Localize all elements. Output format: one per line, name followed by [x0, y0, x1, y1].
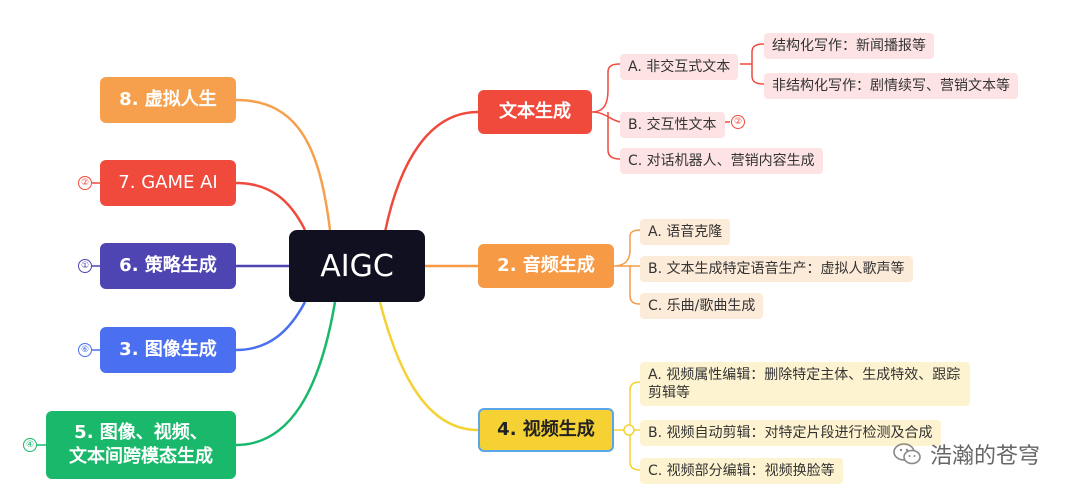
node-audio-generation[interactable]: 2. 音频生成: [478, 244, 614, 288]
connector-audio-leaves: [613, 229, 641, 305]
leaf-text-to-voice[interactable]: B. 文本生成特定语音生产：虚拟人歌声等: [640, 256, 913, 282]
connector-nonint-leaves: [740, 43, 765, 85]
connector-text-leaves: [591, 63, 621, 160]
leaf-video-attribute-edit[interactable]: A. 视频属性编辑：删除特定主体、生成特效、跟踪剪辑等: [640, 362, 970, 406]
connector-root-text: [383, 110, 479, 233]
leaf-noninteractive-text[interactable]: A. 非交互式文本: [620, 54, 739, 80]
leaf-video-partial-edit[interactable]: C. 视频部分编辑：视频换脸等: [640, 458, 843, 484]
node-text-generation[interactable]: 文本生成: [478, 90, 592, 134]
connector-video-leaves: [614, 381, 641, 471]
root-node[interactable]: AIGC: [289, 230, 425, 302]
leaf-music-generation[interactable]: C. 乐曲/歌曲生成: [640, 293, 764, 319]
node-image-generation[interactable]: 3. 图像生成: [100, 327, 236, 373]
connector-root-game: [235, 181, 307, 231]
badge-cross-modal: ④: [23, 438, 37, 452]
cross-modal-line1: 5. 图像、视频、: [74, 422, 208, 443]
watermark-text: 浩瀚的苍穹: [929, 444, 1040, 469]
watermark: 浩瀚的苍穹: [892, 438, 1040, 470]
node-cross-modal-generation[interactable]: 5. 图像、视频、 文本间跨模态生成: [46, 411, 236, 479]
badge-image: ⑥: [78, 343, 92, 357]
node-virtual-human[interactable]: 8. 虚拟人生: [100, 77, 236, 123]
connector-root-virtual: [235, 98, 332, 231]
node-game-ai[interactable]: 7. GAME AI: [100, 160, 236, 206]
leaf-unstructured-writing[interactable]: 非结构化写作：剧情续写、营销文本等: [764, 73, 1018, 99]
node-strategy-generation[interactable]: 6. 策略生成: [100, 243, 236, 289]
connector-root-video: [378, 301, 479, 432]
video-collapse-dot: [623, 424, 635, 436]
cross-modal-line2: 文本间跨模态生成: [69, 446, 213, 467]
leaf-structured-writing[interactable]: 结构化写作：新闻播报等: [764, 33, 934, 59]
leaf-video-auto-edit[interactable]: B. 视频自动剪辑：对特定片段进行检测及合成: [640, 420, 941, 446]
badge-interactive-text: ②: [731, 115, 745, 129]
badge-game-ai: ②: [78, 176, 92, 190]
badge-strategy: ①: [78, 259, 92, 273]
leaf-interactive-text[interactable]: B. 交互性文本: [620, 112, 725, 138]
connector-root-cross: [235, 301, 337, 447]
wechat-icon: [893, 443, 921, 465]
node-video-generation[interactable]: 4. 视频生成: [478, 408, 614, 452]
connector-root-image: [235, 301, 307, 352]
leaf-chatbot[interactable]: C. 对话机器人、营销内容生成: [620, 148, 823, 174]
leaf-voice-clone[interactable]: A. 语音克隆: [640, 219, 731, 245]
